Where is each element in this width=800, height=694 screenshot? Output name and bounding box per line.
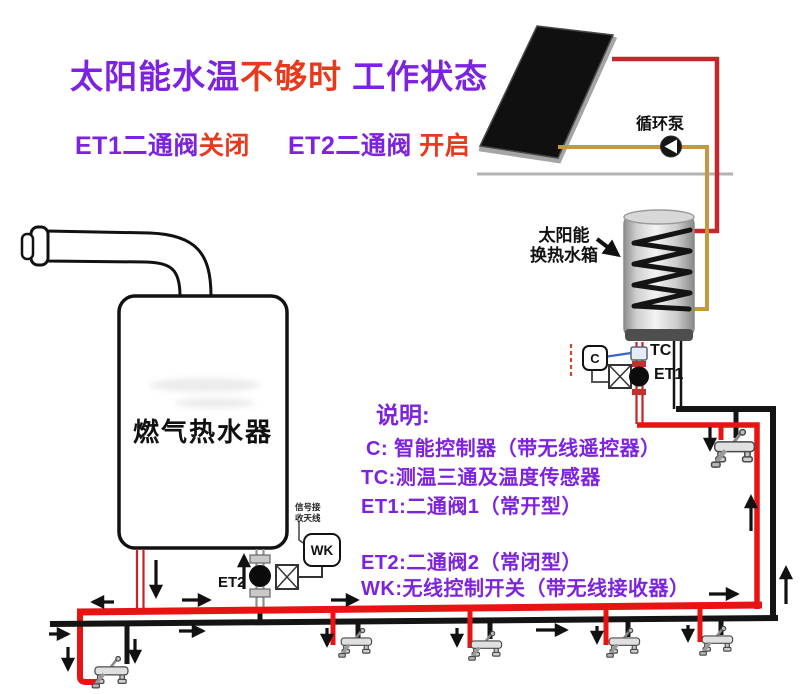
legend-heading: 说明: xyxy=(376,402,430,428)
et2-status-label: ET2二通阀 xyxy=(288,132,412,160)
title-part-1: 太阳能水温 xyxy=(70,58,240,95)
tank-label-line2: 换热水箱 xyxy=(530,246,598,266)
gas-heater-body xyxy=(117,294,289,550)
controller-tc-wire xyxy=(603,351,632,359)
heater-outlet-pipe xyxy=(135,549,145,610)
faucet-icon xyxy=(337,628,374,659)
circulation-pump-icon xyxy=(660,135,682,158)
solar-return-pipe xyxy=(558,145,709,311)
title-part-3: 工作状态 xyxy=(342,58,489,95)
faucet-icon xyxy=(605,628,642,659)
solar-panel xyxy=(478,25,618,164)
tank-label-line1: 太阳能 xyxy=(538,226,590,245)
tank-coil xyxy=(631,227,693,312)
legend-item-c: C: 智能控制器（带无线遥控器） xyxy=(366,438,661,460)
antenna-label: 信号接 收天线 xyxy=(295,502,321,523)
et1-status: ET1二通阀关闭 xyxy=(75,126,250,162)
faucet-icon xyxy=(698,626,735,657)
cold-main-pipe xyxy=(49,615,779,627)
faucet-icon xyxy=(467,631,504,662)
wk-antenna-wire xyxy=(298,522,304,544)
et2-status: ET2二通阀 开启 xyxy=(288,126,470,162)
legend-item-et1: ET1:二通阀1（常开型） xyxy=(361,496,582,518)
heater-watermark xyxy=(150,378,260,392)
heater-label: 燃气热水器 xyxy=(132,417,273,447)
legend-item-et2: ET2:二通阀2（常闭型） xyxy=(361,552,582,574)
hot-main-pipe xyxy=(76,601,763,616)
et1-status-label: ET1二通阀 xyxy=(75,132,199,160)
et1-valve-icon xyxy=(608,361,649,395)
heater-flue xyxy=(20,225,213,299)
et1-label: ET1 xyxy=(654,366,684,383)
wk-switch-box: WK xyxy=(303,533,341,567)
heater-watermark xyxy=(175,398,255,408)
controller-c-box: C xyxy=(582,345,608,371)
pump-label: 循环泵 xyxy=(636,116,685,133)
legend-item-tc: TC:测温三通及温度传感器 xyxy=(361,467,601,489)
tc-label: TC xyxy=(650,342,672,359)
flow-arrows xyxy=(49,427,794,672)
hot-main-left-elbow xyxy=(77,609,98,685)
solar-tank xyxy=(623,209,695,341)
et2-valve-icon xyxy=(249,549,323,623)
legend-item-wk: WK:无线控制开关（带无线接收器） xyxy=(361,578,690,600)
tank-label: 太阳能 换热水箱 xyxy=(522,226,606,267)
page-title: 太阳能水温不够时 工作状态 xyxy=(70,50,488,98)
et2-status-state: 开启 xyxy=(411,132,471,160)
controller-et1-wire xyxy=(591,369,609,383)
tank-label-arrow xyxy=(595,237,621,258)
et2-label: ET2 xyxy=(218,574,246,591)
et1-status-state: 关闭 xyxy=(198,132,250,160)
title-part-2: 不够时 xyxy=(240,58,342,95)
faucet-icon xyxy=(90,656,130,690)
faucet-icon xyxy=(712,430,755,468)
tc-sensor-icon xyxy=(630,346,648,361)
